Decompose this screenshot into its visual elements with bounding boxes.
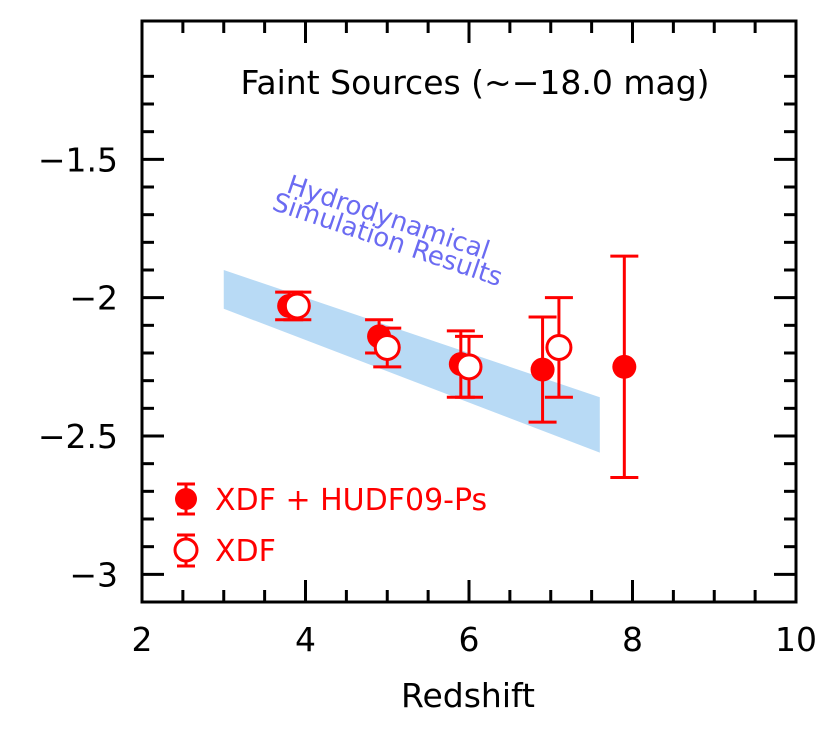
- major-ticks: [142, 21, 796, 602]
- legend-item-xdf: XDF: [173, 533, 276, 569]
- x-tick-label: 4: [295, 620, 316, 659]
- y-tick-label: −1.5: [38, 140, 118, 179]
- legend-marker-open-circle: [173, 537, 199, 563]
- x-tick-label: 10: [775, 620, 817, 659]
- y-tick-label: −3: [69, 555, 118, 594]
- y-tick-label: −2.5: [38, 417, 118, 456]
- data-point-open: [373, 333, 401, 361]
- data-point-open: [455, 353, 483, 381]
- data-point-open: [283, 292, 311, 320]
- legend: XDF + HUDF09-Ps XDF: [173, 482, 487, 569]
- data-point-filled: [530, 357, 555, 382]
- series-xdf-hudf09-ps: [275, 254, 639, 479]
- x-tick-label: 8: [622, 620, 643, 659]
- series-layer: [275, 254, 639, 479]
- legend-item-xdf-hudf09: XDF + HUDF09-Ps: [175, 482, 487, 518]
- series-xdf: [283, 290, 573, 399]
- simulation-band: [223, 270, 600, 453]
- y-tick-labels: −3 −2.5 −2 −1.5: [38, 140, 118, 594]
- y-tick-label: −2: [69, 279, 118, 318]
- legend-label-xdf-hudf09: XDF + HUDF09-Ps: [215, 483, 487, 518]
- x-tick-label: 6: [459, 620, 480, 659]
- data-point-open: [545, 333, 573, 361]
- data-point-filled: [612, 354, 637, 379]
- minor-ticks: [142, 21, 796, 602]
- legend-marker-filled-circle: [175, 488, 197, 510]
- legend-label-xdf: XDF: [215, 534, 276, 569]
- chart-title: Faint Sources (~−18.0 mag): [240, 63, 709, 102]
- x-axis-label: Redshift: [401, 676, 535, 715]
- plot-frame: [140, 19, 798, 604]
- x-tick-label: 2: [132, 620, 153, 659]
- x-tick-labels: 2 4 6 8 10: [132, 620, 818, 659]
